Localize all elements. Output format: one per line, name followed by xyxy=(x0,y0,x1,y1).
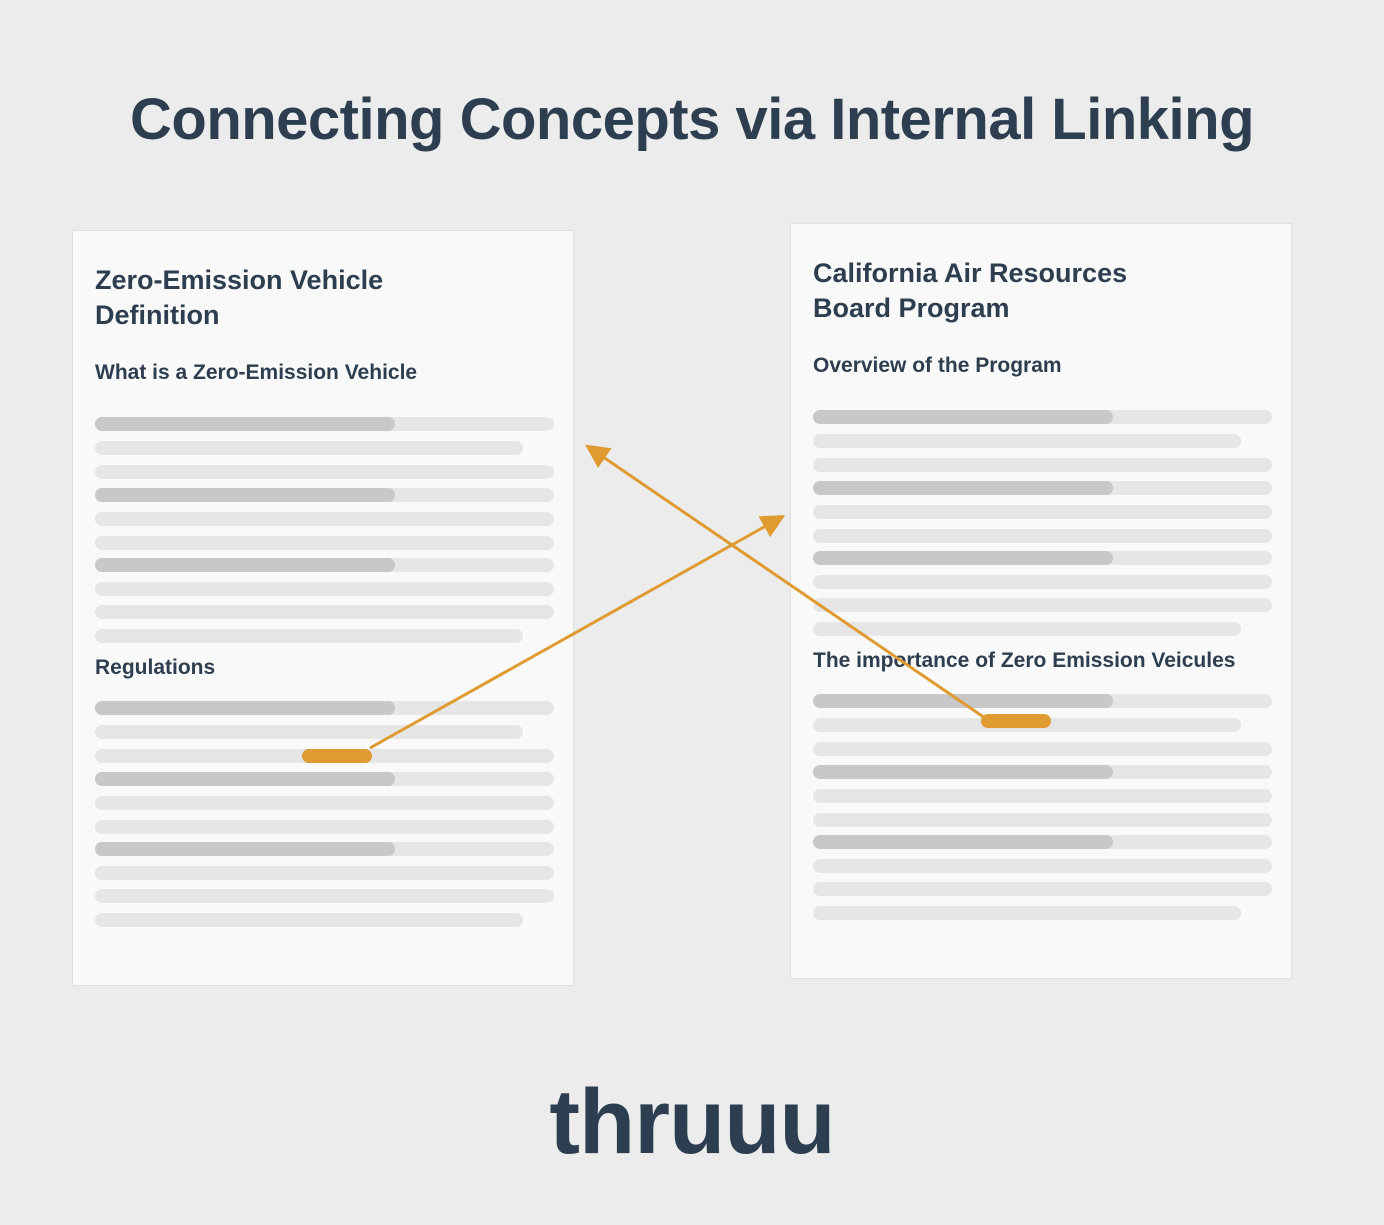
text-line xyxy=(813,813,1272,827)
text-line xyxy=(95,558,554,572)
left-section-heading-2: Regulations xyxy=(95,656,216,679)
right-card-title: California Air Resources Board Program xyxy=(813,258,1128,323)
text-line xyxy=(95,582,554,596)
text-line xyxy=(813,505,1272,519)
text-line xyxy=(813,410,1272,424)
text-line xyxy=(95,725,523,739)
text-line xyxy=(95,417,554,431)
text-line xyxy=(813,882,1272,896)
text-line xyxy=(95,796,554,810)
text-line xyxy=(95,465,554,479)
text-line xyxy=(813,789,1272,803)
text-line xyxy=(813,694,1272,708)
text-line xyxy=(813,835,1272,849)
text-line xyxy=(813,434,1241,448)
internal-link-marker-left[interactable] xyxy=(302,749,372,763)
text-line xyxy=(95,913,523,927)
right-section-heading-1: Overview of the Program xyxy=(813,354,1062,377)
internal-link-marker-right[interactable] xyxy=(981,714,1051,728)
text-line xyxy=(813,622,1241,636)
left-card-title: Zero-Emission Vehicle Definition xyxy=(95,265,384,330)
text-line xyxy=(95,889,554,903)
text-line xyxy=(95,866,554,880)
text-line xyxy=(95,605,554,619)
text-line xyxy=(813,859,1272,873)
text-line xyxy=(813,906,1241,920)
right-section-heading-2: The importance of Zero Emission Veicules xyxy=(813,649,1236,672)
text-line xyxy=(95,701,554,715)
text-line xyxy=(813,458,1272,472)
text-line xyxy=(813,529,1272,543)
page-title: Connecting Concepts via Internal Linking xyxy=(130,87,1255,152)
text-line xyxy=(813,742,1272,756)
text-line xyxy=(95,536,554,550)
text-line xyxy=(95,512,554,526)
text-line xyxy=(813,765,1272,779)
text-line xyxy=(813,575,1272,589)
thruuu-logo: thruuu xyxy=(549,1071,835,1173)
right-document-card: California Air Resources Board Program O… xyxy=(790,223,1292,979)
text-line xyxy=(813,598,1272,612)
text-line xyxy=(95,820,554,834)
text-line xyxy=(95,842,554,856)
left-section-heading-1: What is a Zero-Emission Vehicle xyxy=(95,361,418,384)
text-line xyxy=(95,772,554,786)
text-line xyxy=(813,481,1272,495)
text-line xyxy=(813,551,1272,565)
text-line xyxy=(95,488,554,502)
text-line xyxy=(95,629,523,643)
left-document-card: Zero-Emission Vehicle Definition What is… xyxy=(72,230,574,986)
text-line xyxy=(95,441,523,455)
